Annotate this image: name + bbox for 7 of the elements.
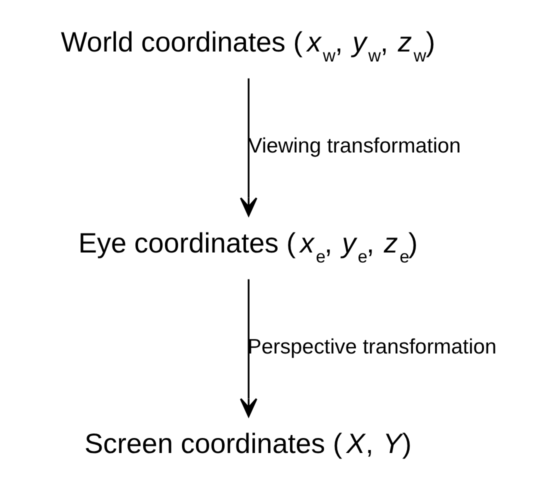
node-text: Eye coordinates (x$_{e}$, y$_{e}$, z$_{e}$)	[78, 227, 418, 266]
node-text: Screen coordinates (X, Y)	[84, 428, 412, 460]
arrow	[240, 78, 258, 216]
edge-label: Perspective transformation	[247, 335, 497, 358]
node-text: World coordinates (x$_{w}$, y$_{w}$, z$_{w}$)	[60, 26, 436, 66]
edge-label: Viewing transformation	[248, 134, 461, 158]
arrow	[240, 279, 258, 418]
